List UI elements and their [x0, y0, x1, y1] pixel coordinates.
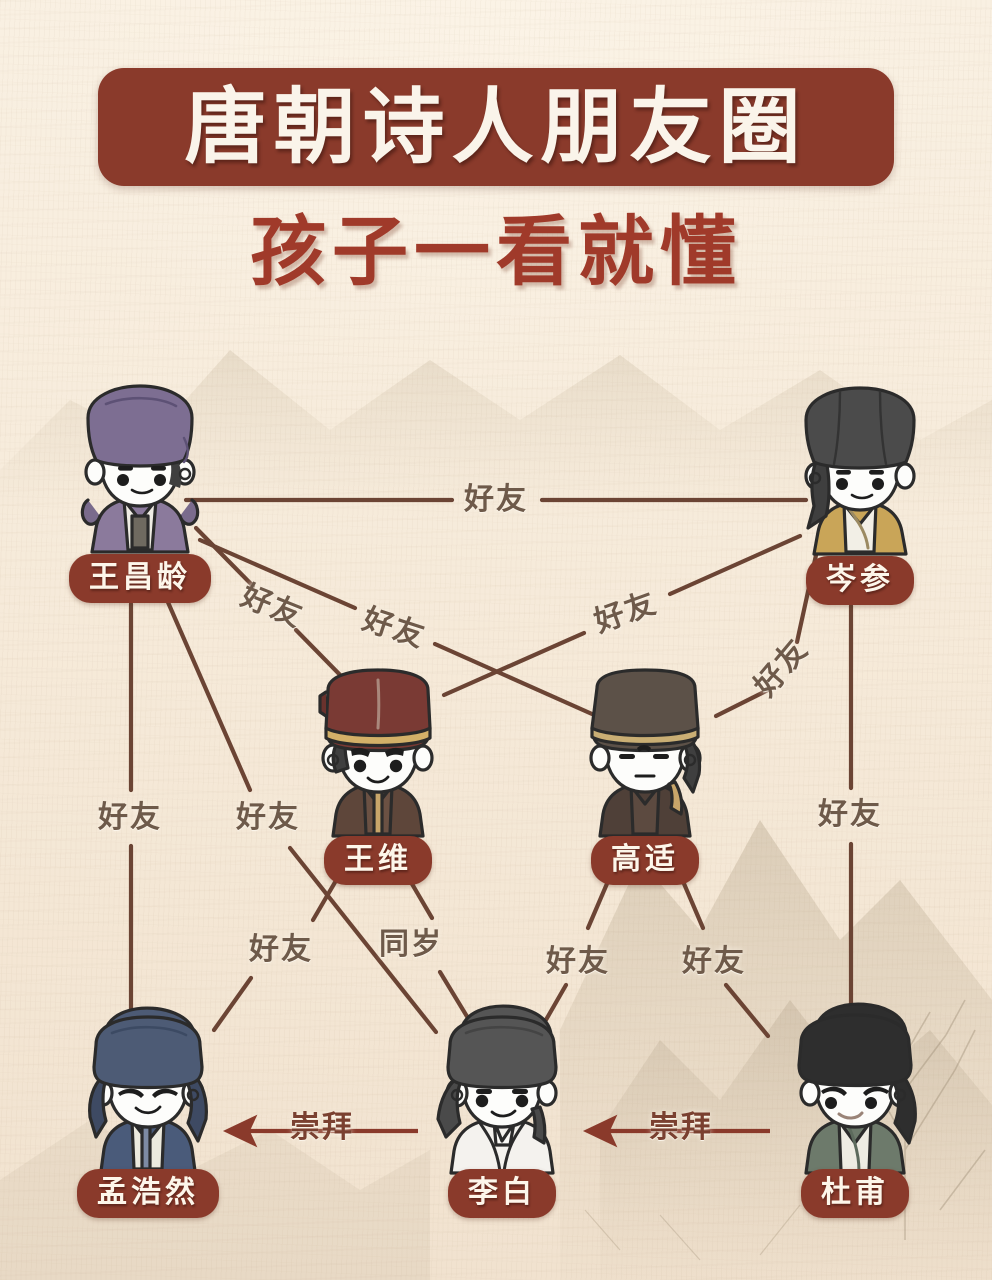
avatar-gaoshi	[553, 662, 737, 848]
name-badge-censhen: 岑参	[806, 556, 914, 605]
node-wangwei[interactable]: 王维	[278, 662, 478, 885]
edge-censhen-gaoshi-b	[713, 687, 771, 719]
name-badge-dufu: 杜甫	[801, 1169, 909, 1218]
edge-wangwei-menghaoran-b	[211, 975, 254, 1033]
name-badge-gaoshi: 高适	[591, 836, 699, 885]
edge-wangchangling-libai-b	[287, 845, 439, 1035]
node-wangchangling[interactable]: 王昌龄	[40, 380, 240, 603]
edge-censhen-wangwei-b	[441, 630, 587, 698]
name-badge-wangchangling: 王昌龄	[69, 554, 211, 603]
edge-label-wangchangling-libai: 好友	[236, 800, 300, 835]
node-libai[interactable]: 李白	[402, 995, 602, 1218]
edge-label-gaoshi-dufu: 好友	[682, 944, 746, 979]
edge-censhen-wangwei	[667, 533, 803, 597]
name-badge-libai: 李白	[448, 1169, 556, 1218]
edge-label-wangchangling-menghaoran: 好友	[98, 800, 162, 835]
name-badge-menghaoran: 孟浩然	[77, 1169, 219, 1218]
edge-label-wangchangling-censhen: 好友	[464, 482, 528, 517]
edge-wangchangling-wangwei	[193, 525, 256, 589]
node-censhen[interactable]: 岑参	[760, 382, 960, 605]
page-subtitle: 孩子一看就懂	[250, 207, 742, 296]
avatar-wangchangling	[48, 380, 232, 566]
edge-label-libai-menghaoran: 崇拜	[290, 1110, 354, 1145]
page-title: 唐朝诗人朋友圈	[184, 79, 808, 175]
edge-label-wangwei-libai: 同岁	[379, 927, 443, 962]
edge-label-censhen-dufu: 好友	[818, 797, 882, 832]
edge-label-dufu-libai: 崇拜	[649, 1110, 713, 1145]
edge-gaoshi-dufu-b	[723, 982, 771, 1039]
edge-wangchangling-gaoshi	[197, 537, 358, 611]
edge-wangchangling-libai	[164, 597, 253, 793]
edge-wangchangling-gaoshi-b	[432, 641, 595, 717]
avatar-menghaoran	[56, 995, 240, 1181]
avatar-wangwei	[286, 662, 470, 848]
edge-wangchangling-wangwei-b	[293, 627, 350, 685]
name-badge-wangwei: 王维	[324, 836, 432, 885]
avatar-libai	[410, 995, 594, 1181]
node-menghaoran[interactable]: 孟浩然	[48, 995, 248, 1218]
avatar-censhen	[768, 382, 952, 568]
node-dufu[interactable]: 杜甫	[755, 995, 955, 1218]
edge-label-gaoshi-libai: 好友	[546, 944, 610, 979]
avatar-dufu	[763, 995, 947, 1181]
node-gaoshi[interactable]: 高适	[545, 662, 745, 885]
title-banner: 唐朝诗人朋友圈	[98, 68, 894, 186]
edge-label-wangwei-menghaoran: 好友	[249, 932, 313, 967]
